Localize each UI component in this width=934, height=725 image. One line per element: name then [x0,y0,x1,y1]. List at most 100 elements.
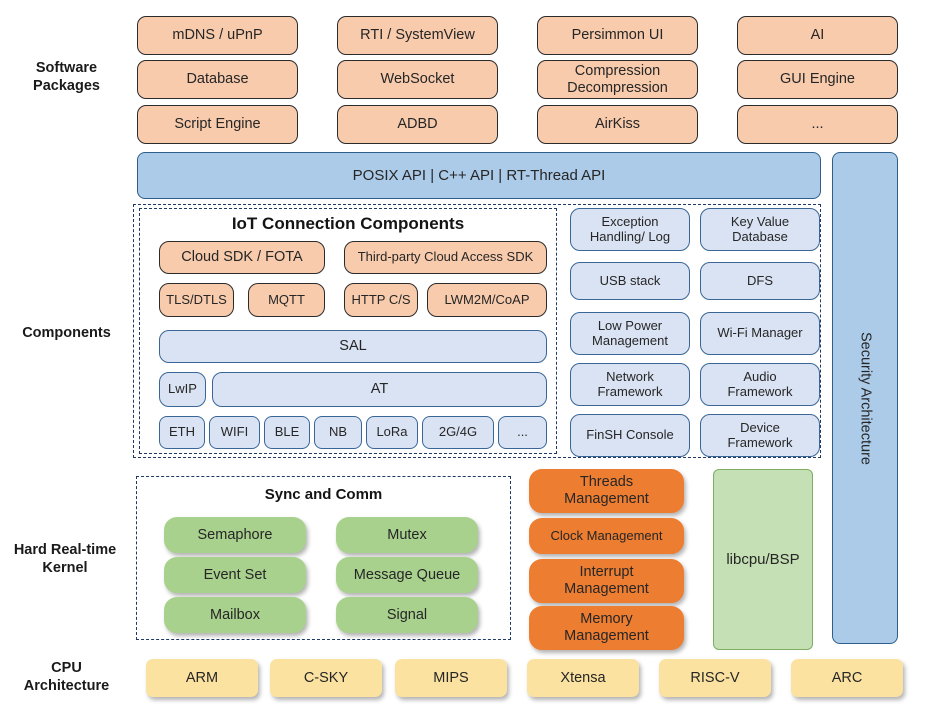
package-ai[interactable]: AI [737,16,898,55]
package-more[interactable]: ... [737,105,898,144]
cpu-arc[interactable]: ARC [791,659,903,697]
iot-link-label: 2G/4G [438,424,478,440]
iot-at[interactable]: AT [212,372,547,407]
iot-link-2g-4g[interactable]: 2G/4G [422,416,494,449]
iot-link-eth[interactable]: ETH [159,416,205,449]
package-rti-systemview[interactable]: RTI / SystemView [337,16,498,55]
component-audio-framework[interactable]: Audio Framework [700,363,820,406]
row-label-components-text: Components [22,324,111,341]
kernel-item-label: Signal [386,606,428,623]
package-label: ADBD [397,116,438,133]
package-gui-engine[interactable]: GUI Engine [737,60,898,99]
component-label: Key Value Database [730,213,790,244]
sync-and-comm-title: Sync and Comm [136,486,511,503]
iot-link-nb[interactable]: NB [314,416,362,449]
iot-sal[interactable]: SAL [159,330,547,363]
cpu-label: RISC-V [690,669,740,686]
package-websocket[interactable]: WebSocket [337,60,498,99]
row-label-software-packages-text: Software Packages [33,59,100,94]
row-label-kernel-text: Hard Real-time Kernel [13,541,117,576]
iot-link-more[interactable]: ... [498,416,547,449]
iot-lwip[interactable]: LwIP [159,372,206,407]
component-usb-stack[interactable]: USB stack [570,262,690,300]
cpu-risc-v[interactable]: RISC-V [659,659,771,697]
kernel-management-label: Interrupt Management [564,564,649,597]
package-airkiss[interactable]: AirKiss [537,105,698,144]
component-label: Network Framework [597,368,663,399]
iot-connection-components-container [139,208,557,454]
api-bar-label: POSIX API | C++ API | RT-Thread API [352,166,606,184]
kernel-item-label: Semaphore [197,526,273,543]
component-key-value-database[interactable]: Key Value Database [700,208,820,251]
package-label: ... [811,116,824,133]
kernel-threads-management[interactable]: Threads Management [529,469,684,513]
api-bar[interactable]: POSIX API | C++ API | RT-Thread API [137,152,821,199]
kernel-item-label: Message Queue [353,566,461,583]
iot-link-label: ... [517,424,528,440]
package-script-engine[interactable]: Script Engine [137,105,298,144]
iot-box-label: Cloud SDK / FOTA [181,249,303,266]
iot-link-lora[interactable]: LoRa [366,416,418,449]
cpu-xtensa[interactable]: Xtensa [527,659,639,697]
package-persimmon-ui[interactable]: Persimmon UI [537,16,698,55]
iot-lwm2m-coap[interactable]: LWM2M/CoAP [427,283,547,317]
package-label: Compression Decompression [567,62,668,96]
security-architecture-label: Security Architecture [857,331,874,465]
component-device-framework[interactable]: Device Framework [700,414,820,457]
cpu-label: MIPS [433,669,469,686]
package-adbd[interactable]: ADBD [337,105,498,144]
component-network-framework[interactable]: Network Framework [570,363,690,406]
iot-link-wifi[interactable]: WIFI [209,416,260,449]
package-compression-decompression[interactable]: Compression Decompression [537,60,698,99]
sync-and-comm-container [136,476,511,640]
iot-third-party-cloud-access-sdk[interactable]: Third-party Cloud Access SDK [344,241,547,274]
iot-link-label: WIFI [220,424,249,440]
kernel-message-queue[interactable]: Message Queue [336,557,478,593]
component-label: Wi-Fi Manager [717,325,803,341]
iot-cloud-sdk-fota[interactable]: Cloud SDK / FOTA [159,241,325,274]
package-label: mDNS / uPnP [172,27,263,44]
kernel-semaphore[interactable]: Semaphore [164,517,306,553]
kernel-event-set[interactable]: Event Set [164,557,306,593]
component-label: DFS [747,272,773,288]
iot-link-ble[interactable]: BLE [264,416,310,449]
iot-link-label: LoRa [376,424,408,440]
kernel-interrupt-management[interactable]: Interrupt Management [529,559,684,603]
security-architecture[interactable]: Security Architecture [832,152,898,644]
component-label: Audio Framework [727,368,793,399]
component-low-power-management[interactable]: Low Power Management [570,312,690,355]
component-finsh-console[interactable]: FinSH Console [570,414,690,457]
iot-connection-components-title: IoT Connection Components [139,214,557,234]
package-label: RTI / SystemView [360,27,475,44]
kernel-management-label: Clock Management [550,527,663,543]
package-mdns-upnp[interactable]: mDNS / uPnP [137,16,298,55]
iot-box-label: HTTP C/S [351,291,411,307]
package-label: AirKiss [594,116,641,133]
component-wifi-manager[interactable]: Wi-Fi Manager [700,312,820,355]
row-label-cpu-text: CPU Architecture [23,659,110,694]
package-database[interactable]: Database [137,60,298,99]
cpu-mips[interactable]: MIPS [395,659,507,697]
iot-link-label: BLE [274,424,300,440]
kernel-management-label: Memory Management [564,611,649,644]
row-label-kernel: Hard Real-time Kernel [0,537,130,581]
cpu-label: C-SKY [303,669,349,686]
iot-title-text: IoT Connection Components [231,214,465,233]
kernel-memory-management[interactable]: Memory Management [529,606,684,650]
iot-tls-dtls[interactable]: TLS/DTLS [159,283,234,317]
package-label: Database [186,71,249,88]
libcpu-bsp[interactable]: libcpu/BSP [713,469,813,650]
cpu-arm[interactable]: ARM [146,659,258,697]
component-dfs[interactable]: DFS [700,262,820,300]
kernel-clock-management[interactable]: Clock Management [529,518,684,554]
iot-http-cs[interactable]: HTTP C/S [344,283,418,317]
cpu-label: ARC [831,669,863,686]
row-label-cpu: CPU Architecture [4,655,129,699]
cpu-c-sky[interactable]: C-SKY [270,659,382,697]
kernel-signal[interactable]: Signal [336,597,478,633]
component-exception-handling-log[interactable]: Exception Handling/ Log [570,208,690,251]
kernel-item-label: Mutex [387,526,427,543]
kernel-mutex[interactable]: Mutex [336,517,478,553]
kernel-mailbox[interactable]: Mailbox [164,597,306,633]
iot-mqtt[interactable]: MQTT [248,283,325,317]
